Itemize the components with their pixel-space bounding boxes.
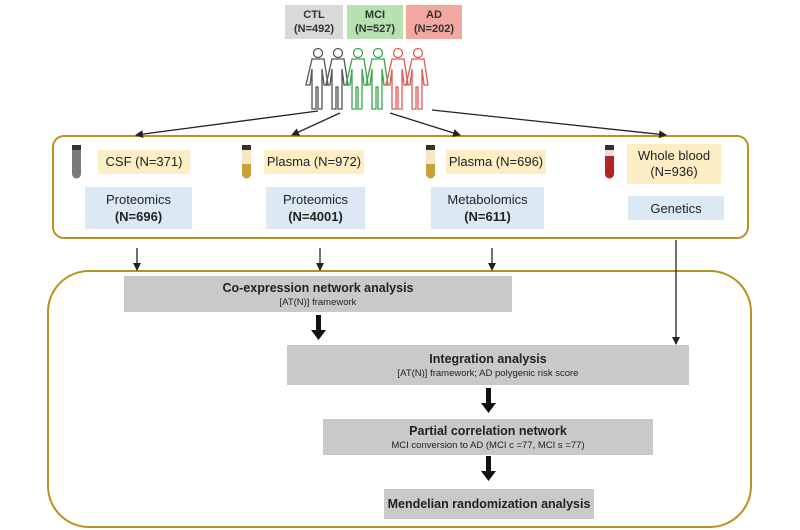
assay-csf-proteomics: Proteomics (N=696) xyxy=(85,187,192,229)
step-subtitle: [AT(N)] framework; AD polygenic risk sco… xyxy=(397,367,579,379)
sample-plasma-2: Plasma (N=696) xyxy=(446,150,546,174)
step-mendelian: Mendelian randomization analysis xyxy=(384,489,594,519)
assay-count: (N=611) xyxy=(464,209,511,224)
plasma-tube-icon xyxy=(242,145,251,179)
step-title: Mendelian randomization analysis xyxy=(387,497,591,511)
cohort-mci: MCI (N=527) xyxy=(347,5,403,39)
human-figures-icon xyxy=(305,47,429,110)
assay-name: Proteomics xyxy=(282,192,349,207)
assay-plasma-proteomics: Proteomics (N=4001) xyxy=(266,187,365,229)
cohort-ctl-count: (N=492) xyxy=(293,23,335,35)
step-subtitle: MCI conversion to AD (MCI c =77, MCI s =… xyxy=(391,439,585,451)
step-subtitle: [AT(N)] framework xyxy=(279,296,357,308)
cohort-ad-label: AD xyxy=(426,9,442,21)
cohort-ctl: CTL (N=492) xyxy=(285,5,343,39)
sample-plasma-1: Plasma (N=972) xyxy=(264,150,364,174)
cohort-ad-count: (N=202) xyxy=(413,23,455,35)
step-title: Partial correlation network xyxy=(409,423,567,438)
flow-arrow-icon xyxy=(311,315,496,481)
step-title: Integration analysis xyxy=(429,351,547,366)
assay-count: (N=696) xyxy=(114,209,163,224)
step-title: Co-expression network analysis xyxy=(222,280,414,295)
sample-csf: CSF (N=371) xyxy=(98,150,190,174)
csf-tube-icon xyxy=(72,145,81,179)
plasma-tube-2-icon xyxy=(426,145,435,179)
step-integration: Integration analysis [AT(N)] framework; … xyxy=(287,345,689,385)
assay-genetics: Genetics xyxy=(628,196,724,220)
assay-metabolomics: Metabolomics (N=611) xyxy=(431,187,544,229)
cohort-ad: AD (N=202) xyxy=(406,5,462,39)
cohort-mci-count: (N=527) xyxy=(354,23,396,35)
cohort-mci-label: MCI xyxy=(364,9,386,21)
step-partial-correlation: Partial correlation network MCI conversi… xyxy=(323,419,653,455)
analysis-panel xyxy=(47,270,752,528)
whole-blood-tube-icon xyxy=(605,145,614,179)
step-coexpression: Co-expression network analysis [AT(N)] f… xyxy=(124,276,512,312)
assay-count: (N=4001) xyxy=(288,209,343,224)
assay-name: Proteomics xyxy=(105,192,172,207)
assay-name: Genetics xyxy=(650,200,702,216)
assay-name: Metabolomics xyxy=(447,192,528,207)
cohort-ctl-label: CTL xyxy=(303,9,325,21)
samples-panel xyxy=(52,135,749,239)
sample-whole-blood: Whole blood (N=936) xyxy=(627,144,721,184)
